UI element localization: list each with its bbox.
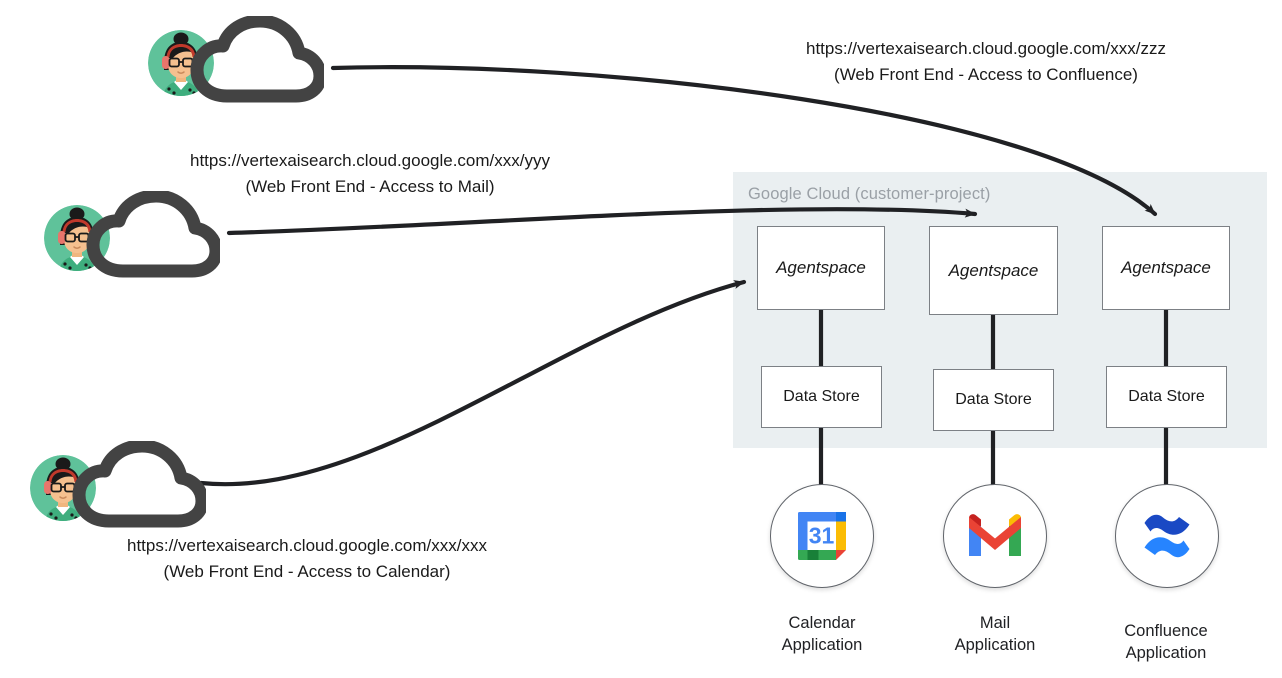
datastore-box-calendar[interactable]: Data Store — [761, 366, 882, 428]
datastore-box-confluence[interactable]: Data Store — [1106, 366, 1227, 428]
user-node-confluence[interactable] — [148, 14, 327, 108]
agentspace-label: Agentspace — [1121, 258, 1211, 277]
url-text: https://vertexaisearch.cloud.google.com/… — [190, 151, 550, 170]
app-label-confluence: Confluence Application — [1081, 620, 1251, 665]
gmail-icon — [969, 514, 1021, 556]
agentspace-label: Agentspace — [948, 260, 1039, 280]
datastore-label: Data Store — [955, 391, 1032, 408]
user-node-mail[interactable] — [44, 189, 223, 283]
agentspace-box-confluence[interactable]: Agentspace — [1102, 226, 1230, 310]
app-label-line1: Mail — [979, 614, 1011, 632]
google-cloud-zone-label: Google Cloud (customer-project) — [748, 185, 991, 203]
url-label-calendar: https://vertexaisearch.cloud.google.com/… — [127, 533, 487, 586]
edge-user-calendar-to-agentspace — [198, 279, 747, 487]
app-circle-calendar[interactable]: 31 — [770, 484, 874, 588]
datastore-box-mail[interactable]: Data Store — [933, 369, 1054, 431]
url-caption: (Web Front End - Access to Mail) — [245, 177, 495, 197]
user-node-calendar[interactable] — [30, 439, 209, 533]
app-label-mail: Mail Application — [910, 612, 1080, 657]
url-text: https://vertexaisearch.cloud.google.com/… — [127, 536, 487, 555]
calendar-day-number: 31 — [809, 523, 835, 549]
cloud-icon — [190, 14, 327, 108]
app-label-line2: Application — [781, 636, 863, 655]
app-label-calendar: Calendar Application — [737, 612, 907, 657]
datastore-label: Data Store — [1128, 388, 1205, 405]
confluence-icon — [1144, 514, 1190, 558]
agentspace-box-mail[interactable]: Agentspace — [929, 226, 1058, 315]
agentspace-box-calendar[interactable]: Agentspace — [757, 226, 885, 310]
cloud-icon — [86, 189, 223, 283]
app-label-line2: Application — [1125, 644, 1207, 663]
agentspace-label: Agentspace — [776, 258, 866, 277]
url-text: https://vertexaisearch.cloud.google.com/… — [806, 39, 1166, 58]
app-label-line2: Application — [954, 636, 1036, 655]
app-circle-confluence[interactable] — [1115, 484, 1219, 588]
google-calendar-icon: 31 — [798, 512, 846, 560]
datastore-label: Data Store — [783, 388, 860, 405]
app-label-line1: Confluence — [1124, 622, 1208, 640]
cloud-icon — [72, 439, 209, 533]
url-label-mail: https://vertexaisearch.cloud.google.com/… — [190, 148, 550, 201]
app-circle-mail[interactable] — [943, 484, 1047, 588]
url-caption: (Web Front End - Access to Confluence) — [834, 65, 1138, 85]
url-caption: (Web Front End - Access to Calendar) — [163, 562, 451, 582]
app-label-line1: Calendar — [788, 614, 856, 632]
url-label-confluence: https://vertexaisearch.cloud.google.com/… — [806, 36, 1166, 89]
